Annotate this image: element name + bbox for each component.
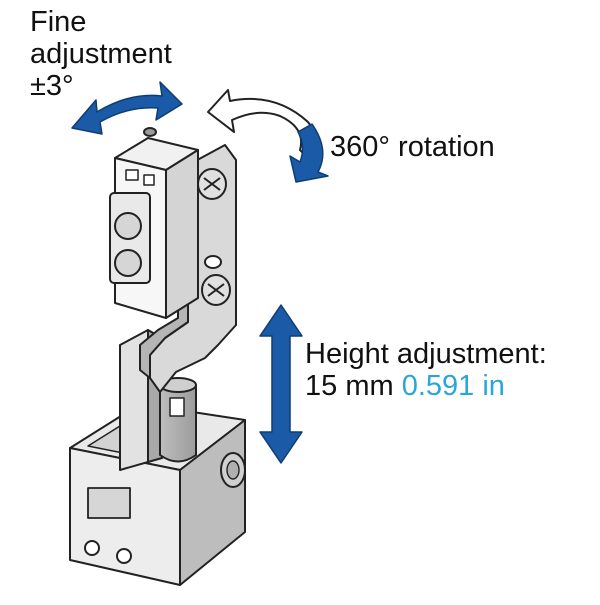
fine-adjustment-line3: ±3°	[30, 70, 74, 102]
base-block	[69, 403, 246, 586]
lower-screw	[201, 274, 231, 306]
sensor-body	[109, 127, 199, 319]
fine-adjustment-line2: adjustment	[30, 38, 172, 70]
rotation-arrow-icon	[207, 89, 329, 183]
height-adjustment-label: Height adjustment: 15 mm 0.591 in	[305, 338, 547, 402]
height-adjustment-values: 15 mm 0.591 in	[305, 370, 547, 402]
height-adjustment-arrow-icon	[259, 304, 303, 464]
slot-hole	[204, 255, 222, 269]
height-adjustment-title: Height adjustment:	[305, 338, 547, 370]
height-value-mm: 15 mm	[305, 370, 394, 402]
height-value-in: 0.591 in	[401, 370, 505, 402]
fine-adjustment-arrow-icon	[71, 81, 183, 135]
fine-adjustment-label: Fine adjustment ±3°	[30, 6, 172, 102]
rotation-label: 360° rotation	[330, 131, 495, 163]
fine-adjustment-line1: Fine	[30, 6, 87, 38]
upper-screw	[197, 168, 227, 200]
